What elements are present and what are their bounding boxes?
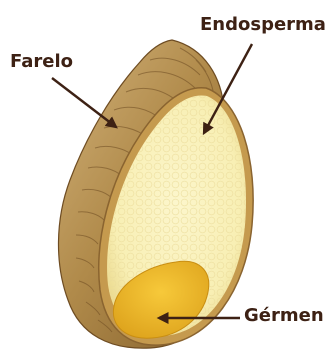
label-endosperm: Endosperma (200, 16, 326, 34)
label-bran: Farelo (10, 53, 73, 71)
arrow-bran (52, 78, 116, 127)
label-germ: Gérmen (244, 307, 324, 325)
